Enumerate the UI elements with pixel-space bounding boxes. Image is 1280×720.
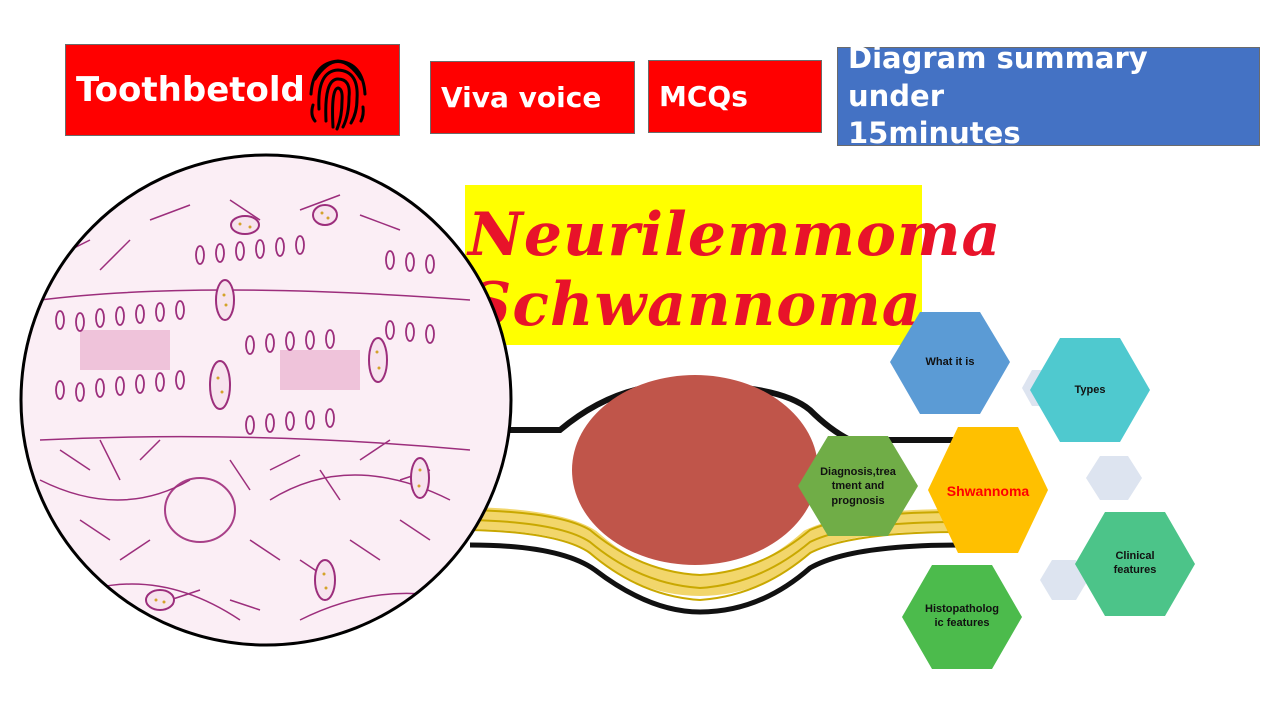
viva-voice-box: Viva voice — [430, 61, 635, 134]
title-neurilemmoma: Neurilemmoma — [468, 200, 1002, 270]
hex-clinical-label: Clinical features — [1113, 550, 1157, 577]
mcqs-box: MCQs — [648, 60, 822, 133]
brand-label: Toothbetold — [76, 70, 305, 110]
hex-center-label: Shwannoma — [946, 483, 1030, 499]
hex-histo-label: Histopatholog ic features — [925, 603, 999, 630]
hex-center — [928, 427, 1048, 553]
tumor-mass — [572, 375, 818, 565]
fingerprint-icon — [309, 59, 367, 131]
mcqs-label: MCQs — [659, 80, 748, 113]
hex-what-it-is — [890, 312, 1010, 414]
summary-line-2: 15minutes — [848, 116, 1021, 151]
summary-box: Diagram summary under 15minutes — [837, 41, 1260, 150]
title-schwannoma: Schwannoma — [468, 270, 922, 340]
histology-circle — [19, 153, 513, 647]
hex-diagnosis-label: Diagnosis,trea tment and prognosis — [820, 466, 896, 507]
viva-voice-label: Viva voice — [441, 81, 602, 114]
summary-line-1: Diagram summary under — [848, 40, 1148, 113]
hex-types-label: Types — [1074, 384, 1106, 396]
nerve-sheath-lower — [469, 542, 961, 615]
hex-types — [1030, 338, 1150, 442]
title-background — [465, 185, 922, 345]
hex-what-it-is-label: What it is — [925, 356, 975, 368]
hex-diagnosis — [798, 436, 918, 536]
hex-clinical — [1075, 512, 1195, 616]
hex-histo — [902, 565, 1022, 669]
brand-box: Toothbetold — [65, 44, 400, 136]
